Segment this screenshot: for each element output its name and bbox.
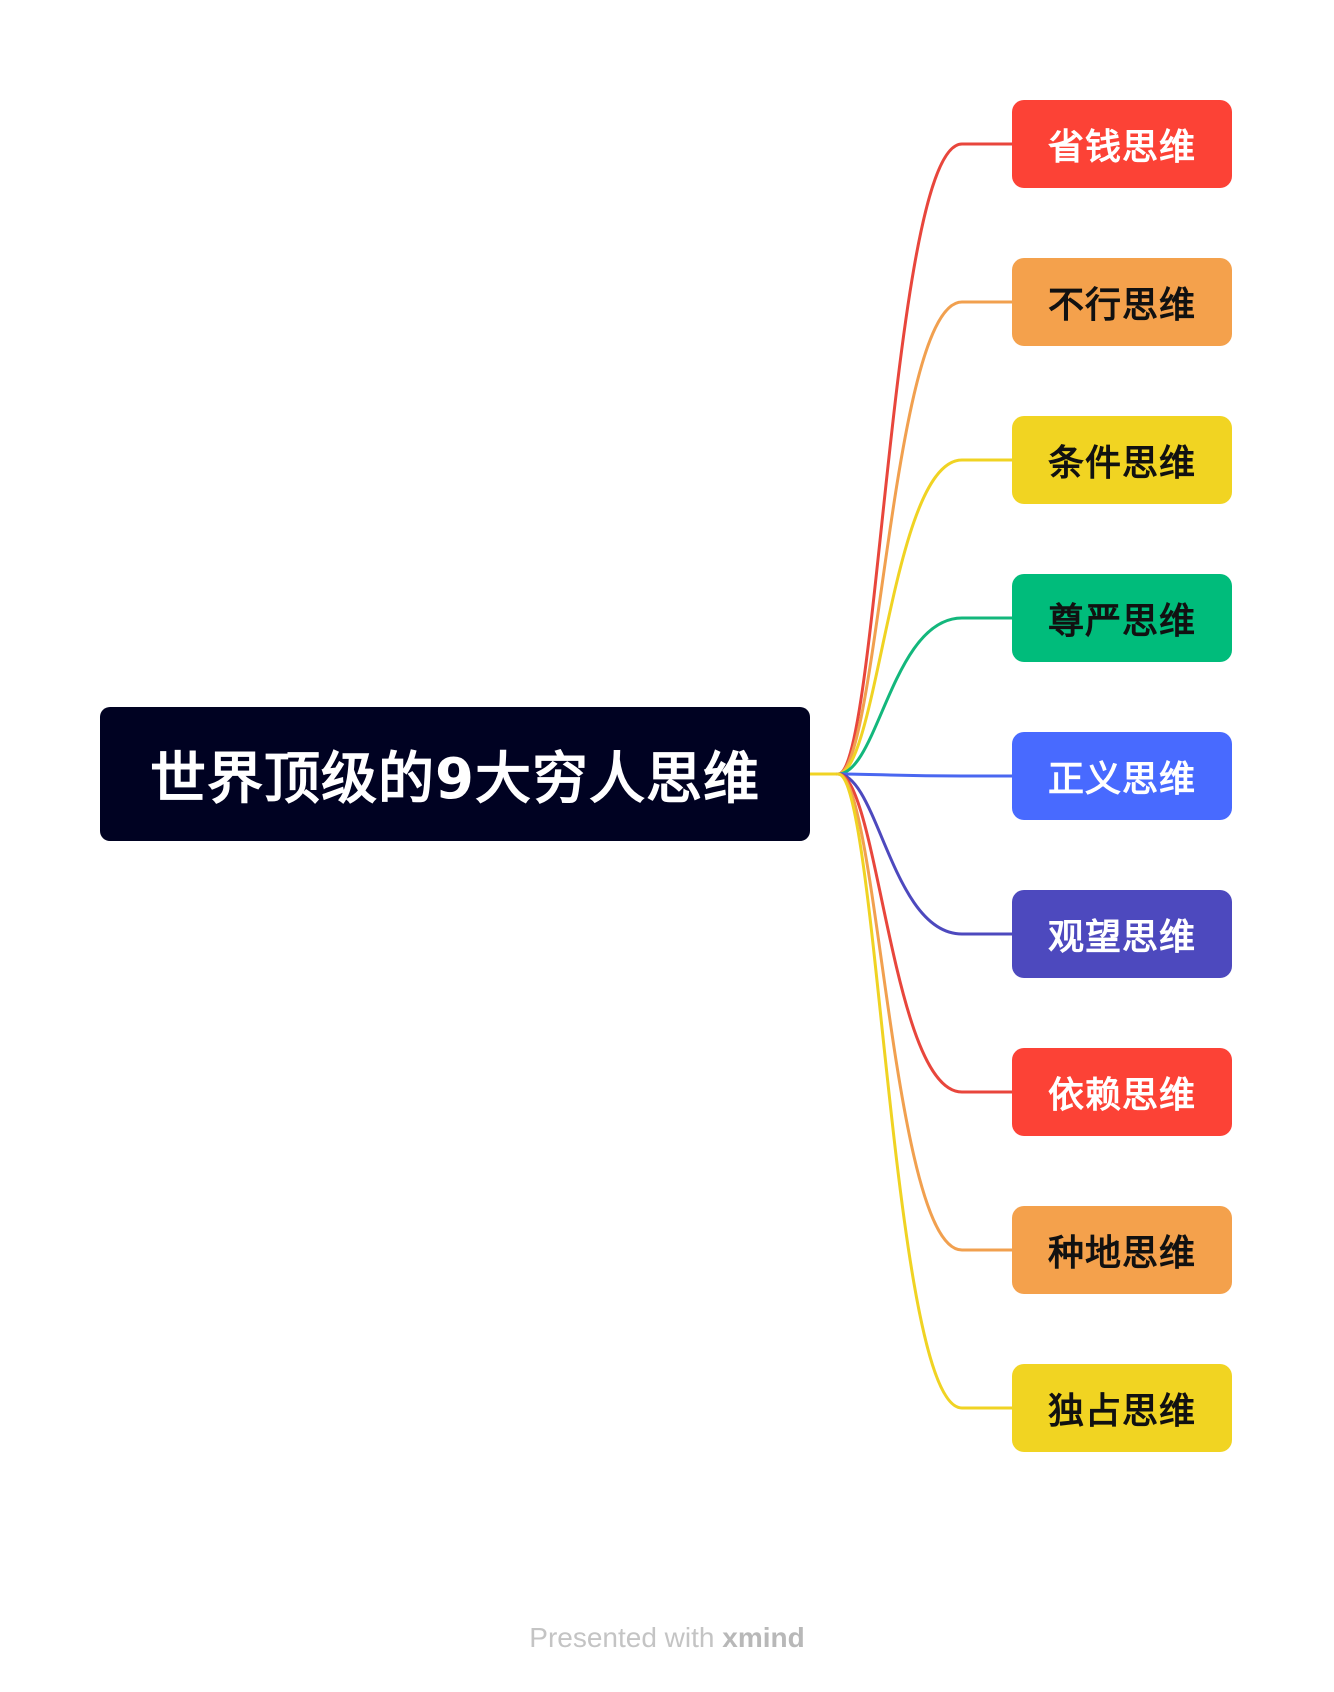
connector-1	[836, 142, 1014, 776]
connector-7	[836, 772, 1014, 1094]
branch-topic-9[interactable]: 独占思维	[1012, 1364, 1232, 1452]
footer-prefix: Presented with	[529, 1622, 715, 1653]
branch-topic-label: 正义思维	[1047, 759, 1196, 800]
branch-topic-label: 尊严思维	[1047, 601, 1196, 642]
branch-topic-7[interactable]: 依赖思维	[1012, 1048, 1232, 1136]
branch-topic-2[interactable]: 不行思维	[1012, 258, 1232, 346]
branch-topic-4[interactable]: 尊严思维	[1012, 574, 1232, 662]
connector-8	[836, 772, 1014, 1252]
connector-5	[836, 772, 1014, 778]
presented-with-footer: Presented with xmind	[0, 1622, 1334, 1654]
branch-topic-label: 观望思维	[1047, 917, 1196, 958]
branch-topic-label: 条件思维	[1047, 443, 1196, 484]
xmind-brand: xmind	[722, 1622, 805, 1653]
branch-topic-6[interactable]: 观望思维	[1012, 890, 1232, 978]
branch-topic-label: 独占思维	[1047, 1391, 1196, 1432]
branch-topic-1[interactable]: 省钱思维	[1012, 100, 1232, 188]
branch-topic-3[interactable]: 条件思维	[1012, 416, 1232, 504]
connector-3	[836, 458, 1014, 776]
connector-2	[836, 300, 1014, 776]
connector-9	[836, 772, 1014, 1410]
root-topic[interactable]: 世界顶级的9大穷人思维	[100, 707, 810, 841]
connector-6	[836, 772, 1014, 936]
branch-topic-8[interactable]: 种地思维	[1012, 1206, 1232, 1294]
branch-topic-label: 种地思维	[1047, 1233, 1196, 1274]
branch-topic-label: 不行思维	[1047, 285, 1196, 326]
connector-4	[836, 616, 1014, 776]
branch-topic-5[interactable]: 正义思维	[1012, 732, 1232, 820]
root-topic-label: 世界顶级的9大穷人思维	[150, 746, 760, 812]
branch-topic-label: 省钱思维	[1047, 127, 1196, 168]
branch-topic-label: 依赖思维	[1047, 1075, 1196, 1116]
